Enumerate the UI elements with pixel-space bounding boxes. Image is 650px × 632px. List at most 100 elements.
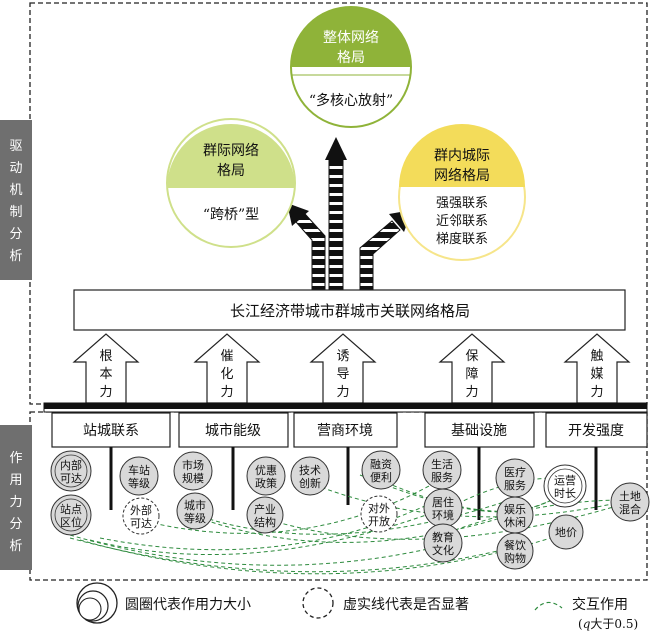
- arrow-to-inter: [295, 213, 326, 291]
- inter-title-line: 格局: [217, 163, 245, 179]
- drive-char: 驱: [9, 139, 22, 154]
- factor-label: 市场: [182, 458, 204, 472]
- force-char: 根: [99, 349, 112, 364]
- inter-title-line: 群际网络: [203, 143, 259, 159]
- factor-label: 休闲: [504, 515, 526, 529]
- factor-label: 购物: [504, 551, 526, 565]
- arrow-head-inter: [287, 203, 309, 226]
- inter-network-circle: 群际网络 格局 “跨桥”型: [166, 118, 296, 248]
- intra-title-line: 群内城际: [434, 148, 490, 164]
- arrow-head-overall: [325, 137, 347, 160]
- factor-label: 服务: [431, 471, 453, 484]
- category-label: 开发强度: [568, 423, 624, 439]
- legend-interaction-note: (q大于0.5): [578, 617, 638, 631]
- factor-label: 文化: [432, 543, 454, 557]
- factor-label: 可达: [130, 517, 152, 530]
- drive-char: 分: [9, 227, 22, 242]
- arrow-to-overall: [328, 159, 344, 291]
- legend-circles-icon: [76, 582, 118, 624]
- factor-label: 居住: [432, 495, 454, 509]
- category-box: [293, 412, 398, 448]
- force-char: 诱: [336, 349, 349, 364]
- force-char: 用: [9, 473, 22, 488]
- factor-circle: 地价: [548, 514, 584, 550]
- main-network-label: 长江经济带城市群城市关联网络格局: [230, 302, 470, 320]
- factor-label: 娱乐: [504, 502, 526, 516]
- force-char: 保: [465, 349, 478, 364]
- factor-label: 技术: [299, 464, 321, 477]
- factor-label: 等级: [184, 511, 206, 525]
- factor-label: 优惠: [255, 463, 277, 477]
- factor-label: 车站: [128, 463, 150, 477]
- category-box: [424, 412, 535, 448]
- legend-interaction-label: 交互作用: [572, 596, 628, 613]
- force-char: 作: [9, 451, 22, 466]
- category-label: 基础设施: [451, 422, 507, 439]
- category-box: [178, 412, 289, 448]
- overall-title-line: 整体网络: [323, 30, 379, 46]
- category-label: 营商环境: [317, 423, 373, 439]
- force-char: 导: [336, 367, 349, 382]
- factor-label: 融资: [370, 458, 392, 471]
- factor-label: 生活: [431, 457, 453, 471]
- legend-interaction-icon: [534, 601, 563, 611]
- force-arrow: 根 本 力: [72, 333, 140, 404]
- drive-char: 制: [9, 205, 22, 220]
- force-arrow: 诱 导 力: [309, 333, 377, 404]
- force-arrow: 保 障 力: [438, 333, 506, 404]
- drive-sidebar: [0, 120, 32, 280]
- force-char: 力: [99, 385, 112, 400]
- factor-label: 创新: [299, 476, 321, 490]
- overall-network-circle: 整体网络 格局 “多核心放射”: [290, 6, 412, 128]
- factor-label: 城市: [184, 498, 206, 512]
- factor-label: 教育: [432, 530, 454, 544]
- inter-body: “跨桥”型: [203, 207, 259, 223]
- factor-label: 地价: [555, 526, 577, 539]
- factor-label: 区位: [60, 515, 82, 529]
- legend-dashed-label: 虚实线代表是否显著: [343, 597, 469, 613]
- intra-body-line: 梯度联系: [436, 231, 488, 247]
- force-char: 分: [9, 517, 22, 532]
- force-char: 触: [590, 349, 603, 364]
- arrow-to-intra: [359, 220, 401, 291]
- category-label: 城市能级: [205, 422, 261, 439]
- category-box: [51, 412, 171, 448]
- factor-label: 医疗: [504, 465, 526, 479]
- force-char: 力: [9, 495, 22, 510]
- factor-label: 产业: [254, 502, 276, 516]
- factor-label: 结构: [254, 515, 276, 529]
- factor-label: 规模: [182, 471, 204, 485]
- factor-label: 运营: [554, 473, 576, 487]
- legend-circles-label: 圆圈代表作用力大小: [125, 597, 251, 613]
- factor-label: 外部: [130, 503, 152, 517]
- force-char: 力: [590, 385, 603, 400]
- factor-label: 政策: [255, 476, 277, 490]
- factor-label: 可达: [60, 472, 82, 485]
- force-char: 媒: [590, 367, 603, 382]
- factor-label: 开放: [368, 514, 390, 528]
- category-label: 站城联系: [83, 423, 139, 439]
- drive-char: 机: [9, 183, 22, 198]
- force-char: 力: [336, 385, 349, 400]
- factor-label: 对外: [368, 501, 390, 515]
- main-network-box: [73, 289, 626, 331]
- force-arrow: 触 媒 力: [563, 333, 631, 404]
- drive-char: 动: [9, 161, 22, 176]
- factor-label: 服务: [504, 479, 526, 492]
- intra-body-line: 近邻联系: [436, 214, 488, 229]
